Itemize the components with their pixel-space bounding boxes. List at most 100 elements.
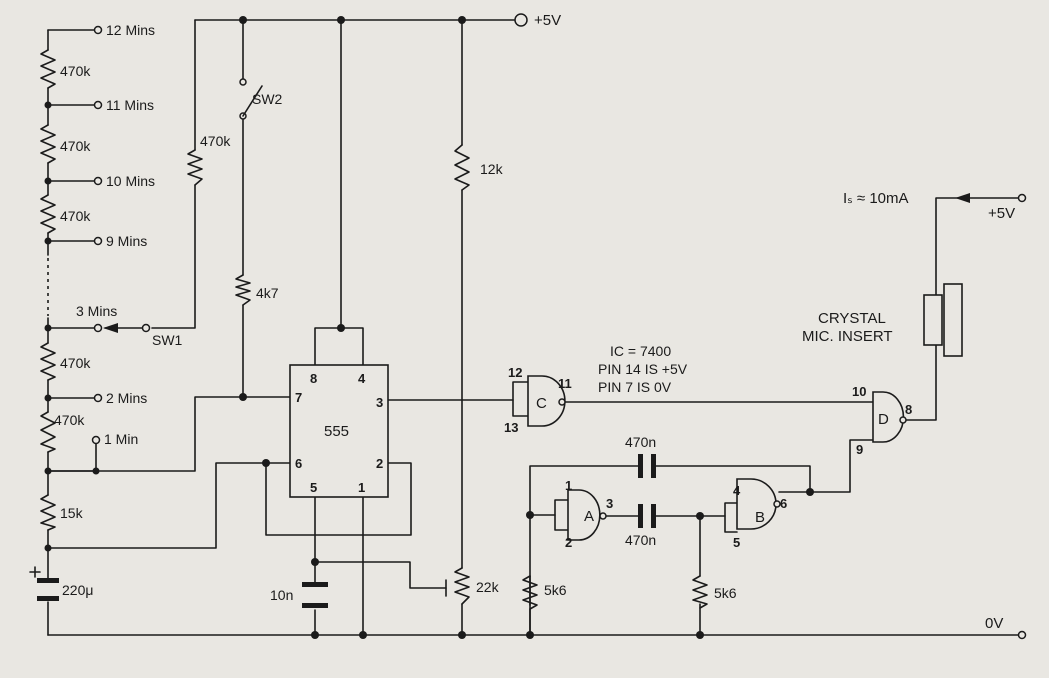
pin-555-2: 2 [376, 456, 383, 471]
supply-labels: +5V +5V 0V Iₛ ≈ 10mA [534, 12, 1015, 632]
pin-555-4: 4 [358, 371, 366, 386]
capacitor-10n [302, 582, 328, 608]
terminal-1-min [91, 435, 101, 445]
label-plus5v-right: +5V [988, 205, 1015, 222]
ic-note: IC = 7400 PIN 14 IS +5V PIN 7 IS 0V [598, 343, 688, 395]
label-sw1: SW1 [152, 332, 183, 348]
tap-2-mins: 2 Mins [106, 390, 147, 406]
terminal-sw1-common [141, 323, 151, 333]
label-c-220u: 220μ [62, 582, 93, 598]
ic-note-line2: PIN 14 IS +5V [598, 361, 688, 377]
label-r-470k-1: 470k [60, 63, 91, 79]
capacitor-470n-bottom [638, 504, 656, 528]
gate-a-pin-out: 3 [606, 496, 613, 511]
tap-9-mins: 9 Mins [106, 233, 147, 249]
label-c-470n-top: 470n [625, 434, 656, 450]
ic-555-labels: 555 8 4 7 3 6 2 5 1 [295, 371, 383, 495]
gate-d-pin-in2: 9 [856, 442, 863, 457]
terminal-2-mins [93, 393, 103, 403]
terminal-11-mins [93, 100, 103, 110]
pin-555-5: 5 [310, 480, 317, 495]
capacitor-470n-top [638, 454, 656, 478]
label-plus5v-top: +5V [534, 12, 561, 29]
label-c-10n: 10n [270, 587, 293, 603]
gate-a-pin-in1: 1 [565, 478, 572, 493]
capacitors [29, 454, 656, 608]
label-sw2: SW2 [252, 91, 283, 107]
potentiometer-22k [454, 567, 470, 605]
switch-sw2 [239, 78, 263, 120]
resistor-470k-sw1 [187, 149, 203, 186]
tap-labels: 12 Mins 11 Mins 10 Mins 9 Mins 3 Mins 2 … [76, 22, 155, 447]
label-r-15k: 15k [60, 505, 84, 521]
label-r-5k6-left: 5k6 [544, 582, 567, 598]
terminal-3-mins [93, 323, 103, 333]
ic-note-line3: PIN 7 IS 0V [598, 379, 672, 395]
label-0v: 0V [985, 615, 1003, 632]
resistor-470k-2 [40, 124, 56, 164]
terminals [91, 13, 1027, 640]
terminal-plus5v-right [1017, 193, 1027, 203]
mic-label-line2: MIC. INSERT [802, 328, 893, 345]
resistor-5k6-right [692, 575, 708, 609]
pin-555-1: 1 [358, 480, 365, 495]
ic-note-line1: IC = 7400 [610, 343, 671, 359]
terminal-12-mins [93, 25, 103, 35]
tap-12-mins: 12 Mins [106, 22, 155, 38]
tap-3-mins: 3 Mins [76, 303, 117, 319]
pin-555-3: 3 [376, 395, 383, 410]
label-supply-current: Iₛ ≈ 10mA [843, 190, 909, 207]
nand-gate-a [567, 489, 607, 541]
switches [103, 78, 970, 333]
component-labels: 470k 470k 470k 470k 470k 15k 470k 4k7 12… [54, 63, 737, 603]
gate-c-pin-in2: 13 [504, 420, 518, 435]
resistor-470k-5 [40, 411, 56, 453]
gate-b-name: B [755, 509, 765, 526]
resistor-15k [40, 494, 56, 531]
capacitor-220u [29, 566, 59, 601]
label-pot-22k: 22k [476, 579, 500, 595]
label-r-12k: 12k [480, 161, 504, 177]
label-r-4k7: 4k7 [256, 285, 279, 301]
terminal-10-mins [93, 176, 103, 186]
label-r-470k-2: 470k [60, 138, 91, 154]
switch-sw1-arrow [103, 323, 118, 333]
resistor-5k6-left [522, 575, 538, 610]
gate-a-pin-in2: 2 [565, 535, 572, 550]
nand-gate-b [736, 478, 781, 530]
gate-b-pin-out: 6 [780, 496, 787, 511]
nand-gates [527, 375, 907, 541]
gate-d-pin-in1: 10 [852, 384, 866, 399]
supply-current-arrow [955, 193, 970, 203]
label-r-470k-3: 470k [60, 208, 91, 224]
mic-labels: CRYSTAL MIC. INSERT [802, 310, 893, 345]
tap-1-min: 1 Min [104, 431, 138, 447]
label-555: 555 [324, 423, 349, 440]
gate-b-pin-in1: 4 [733, 483, 741, 498]
gate-b-pin-in2: 5 [733, 535, 740, 550]
pin-555-8: 8 [310, 371, 317, 386]
gate-labels: C 12 13 11 D 10 9 8 A 1 2 3 B 4 5 6 [504, 365, 912, 550]
resistor-4k7 [235, 274, 251, 306]
pin-555-7: 7 [295, 390, 302, 405]
terminal-9-mins [93, 236, 103, 246]
tap-10-mins: 10 Mins [106, 173, 155, 189]
label-r-470k-4: 470k [60, 355, 91, 371]
ic-555 [289, 364, 389, 498]
mic-label-line1: CRYSTAL [818, 310, 886, 327]
resistor-12k [454, 144, 470, 191]
gate-c-pin-out: 11 [558, 376, 572, 391]
gate-d-pin-out: 8 [905, 402, 912, 417]
label-r-470k-5: 470k [54, 412, 85, 428]
gate-c-pin-in1: 12 [508, 365, 522, 380]
nand-gate-c [527, 375, 566, 427]
crystal-mic-insert [923, 283, 963, 357]
label-r-5k6-right: 5k6 [714, 585, 737, 601]
pin-555-6: 6 [295, 456, 302, 471]
tap-11-mins: 11 Mins [106, 97, 154, 113]
label-r-470k-sw1: 470k [200, 133, 231, 149]
terminal-plus5v-top [514, 13, 528, 27]
resistor-470k-3 [40, 194, 56, 234]
gate-a-name: A [584, 508, 594, 525]
